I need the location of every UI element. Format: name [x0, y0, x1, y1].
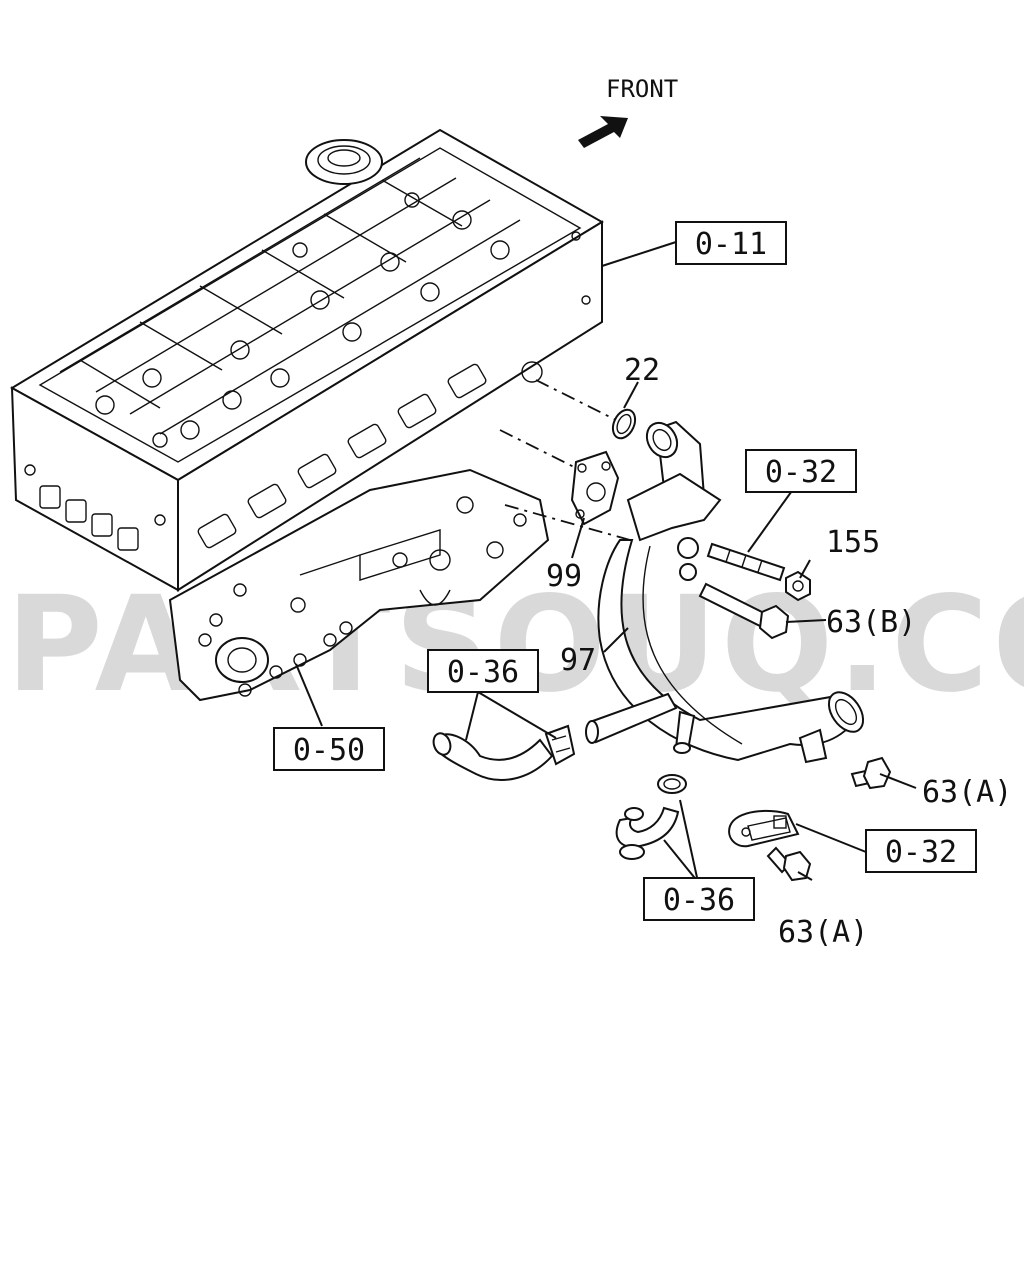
- front-label: FRONT: [606, 75, 678, 103]
- front-arrow-icon: [578, 116, 628, 148]
- ref-box-0-36-upper[interactable]: 0-36: [427, 649, 539, 693]
- water-pipe-97: [585, 420, 865, 764]
- ref-box-text: 0-50: [293, 733, 365, 768]
- part-label-99[interactable]: 99: [546, 559, 582, 594]
- ref-box-text: 0-11: [695, 227, 767, 262]
- cylinder-head: [10, 128, 604, 592]
- nut-155: [785, 570, 811, 602]
- bolt-63a-lower: [766, 846, 812, 882]
- part-label-63a-lower[interactable]: 63(A): [778, 915, 868, 950]
- ref-box-0-32-upper[interactable]: 0-32: [745, 449, 857, 493]
- hose-upper: [432, 732, 554, 781]
- part-label-63b[interactable]: 63(B): [826, 605, 916, 640]
- bolt-63a-upper: [850, 756, 892, 790]
- pipe-bracket: [728, 809, 800, 848]
- leader-lines: [295, 241, 917, 883]
- part-label-97[interactable]: 97: [560, 643, 596, 678]
- hose-lower: [615, 806, 680, 860]
- ref-box-0-36-lower[interactable]: 0-36: [643, 877, 755, 921]
- front-direction-indicator: FRONT: [578, 75, 678, 148]
- ref-box-text: 0-36: [663, 883, 735, 918]
- watermark: PARTSOUQ.COM: [6, 568, 1024, 722]
- part-label-22[interactable]: 22: [624, 353, 660, 388]
- part-label-63a-upper[interactable]: 63(A): [922, 775, 1012, 810]
- ref-box-text: 0-36: [447, 655, 519, 690]
- o-ring-22: [611, 408, 637, 440]
- ref-box-0-32-lower[interactable]: 0-32: [865, 829, 977, 873]
- bolt-63b: [698, 582, 790, 640]
- part-label-155[interactable]: 155: [826, 525, 880, 560]
- gasket-99: [570, 450, 620, 526]
- ref-box-text: 0-32: [885, 835, 957, 870]
- stud-bolt: [706, 542, 786, 582]
- ref-box-0-11[interactable]: 0-11: [675, 221, 787, 265]
- hose-clamp-lower: [657, 774, 687, 794]
- ref-box-text: 0-32: [765, 455, 837, 490]
- ref-box-0-50[interactable]: 0-50: [273, 727, 385, 771]
- coolant-housing: [168, 468, 550, 702]
